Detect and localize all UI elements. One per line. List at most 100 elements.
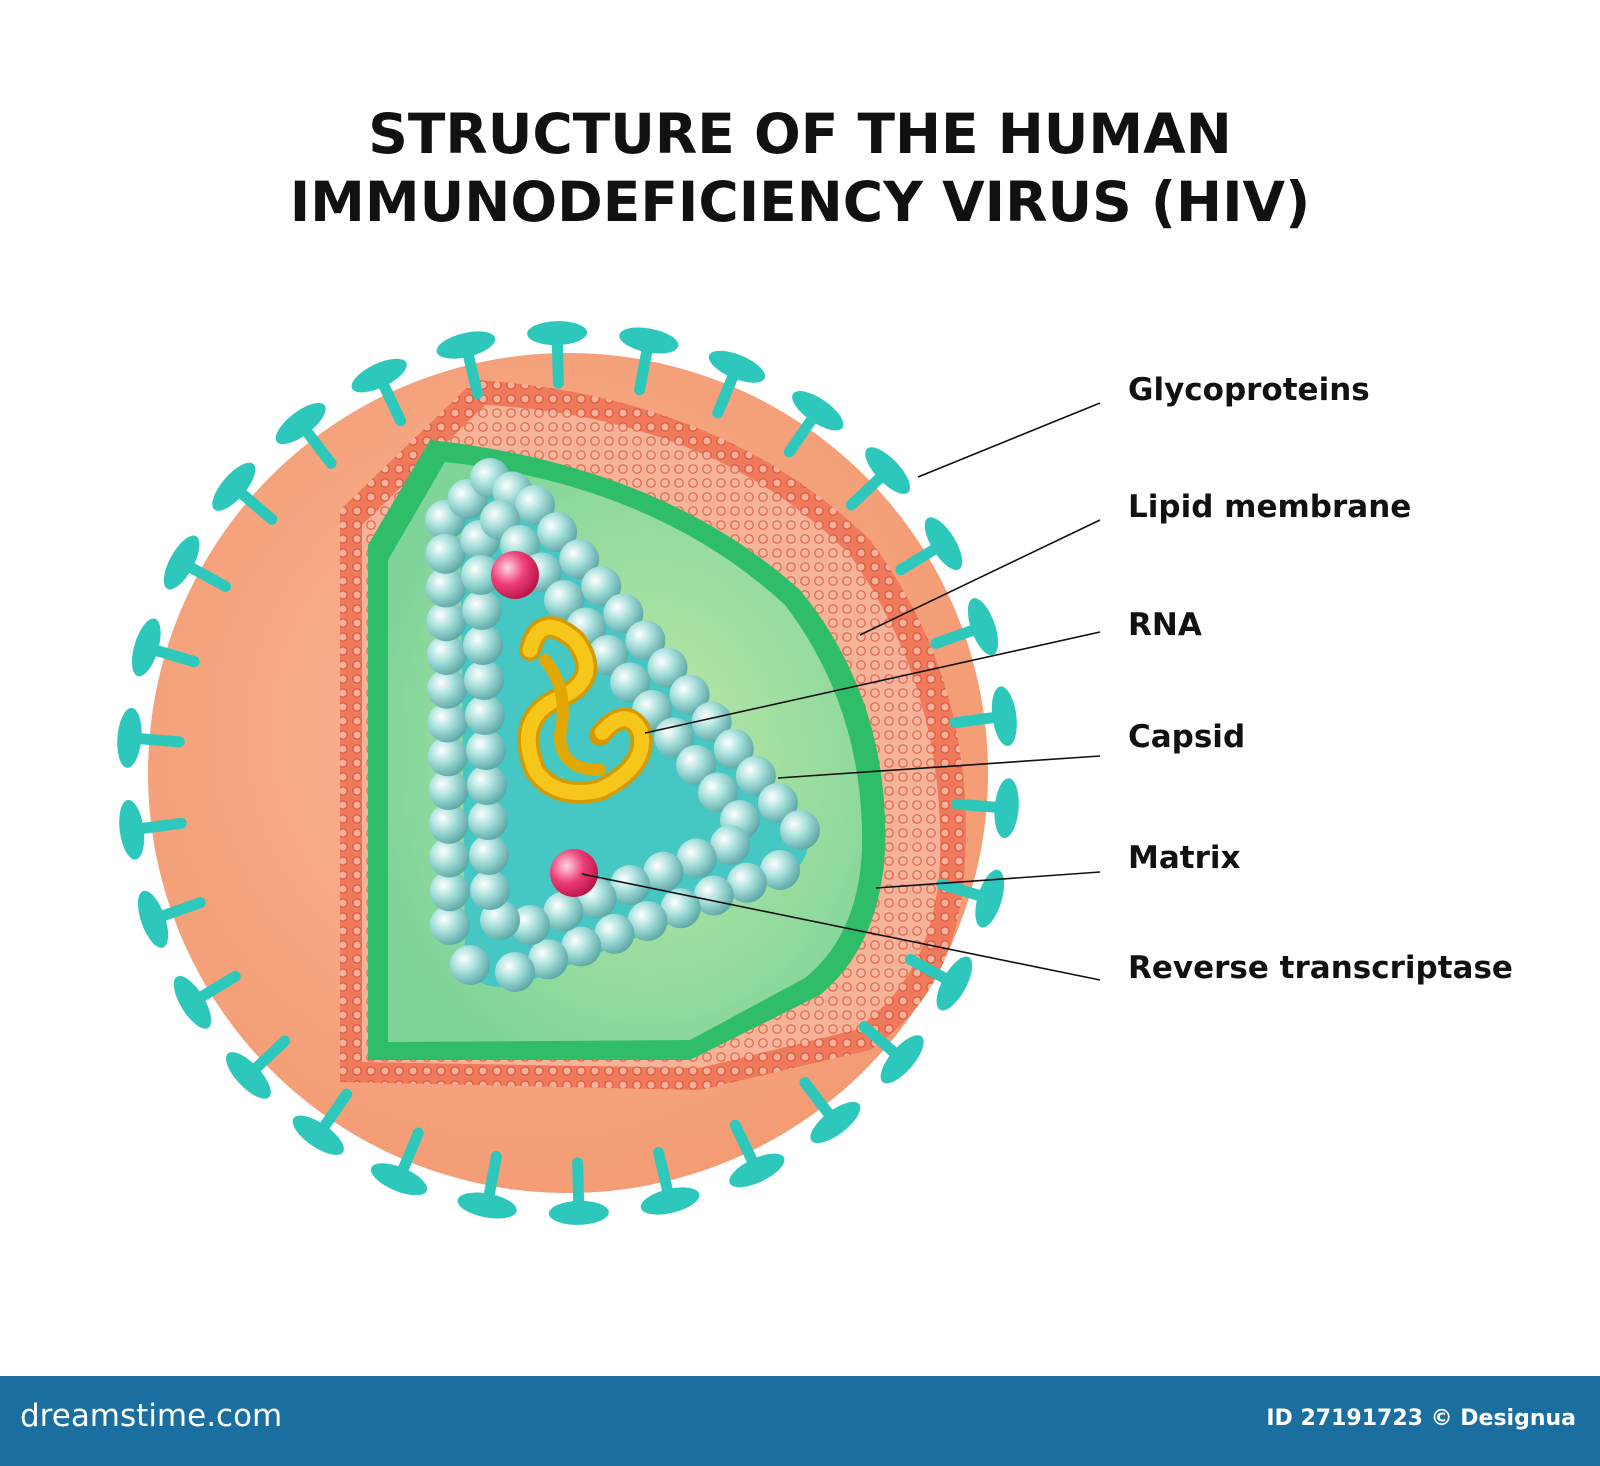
glycoprotein-spike: [436, 331, 496, 400]
label-rna: RNA: [1128, 607, 1202, 643]
capsid-bead: [710, 825, 750, 865]
capsid-bead: [528, 939, 569, 980]
capsid-bead: [467, 765, 507, 805]
label-matrix: Matrix: [1128, 840, 1241, 876]
glycoprotein-spike: [708, 350, 766, 419]
rna-strands: [517, 616, 653, 804]
capsid-bead: [428, 803, 469, 844]
capsid-bead: [468, 800, 508, 840]
capsid-bead: [543, 891, 584, 932]
capsid-bead: [537, 512, 578, 553]
capsid-bead: [676, 745, 716, 785]
leader-lines: [581, 402, 1101, 981]
capsid-bead: [713, 728, 754, 769]
glycoprotein-spike: [729, 1119, 785, 1188]
capsid-bead: [757, 782, 798, 823]
glycoprotein-spike: [845, 447, 910, 511]
capsid-bead: [693, 875, 734, 916]
title-line-1: STRUCTURE OF THE HUMAN: [368, 102, 1232, 166]
glycoprotein-spike: [117, 707, 185, 768]
glycoprotein-spike: [119, 800, 187, 860]
label-reverse-transcriptase: Reverse transcriptase: [1128, 950, 1513, 986]
capsid-bead: [427, 668, 468, 709]
capsid-bead: [429, 837, 470, 878]
capsid-bead: [510, 905, 550, 945]
capsid-bead: [588, 635, 628, 675]
glycoprotein-spike: [527, 321, 588, 389]
glycoprotein-spike: [275, 402, 337, 469]
glycoprotein-spike: [351, 358, 407, 427]
capsid-bead: [625, 620, 666, 661]
label-glycoproteins: Glycoproteins: [1128, 372, 1370, 408]
capsid-bead: [698, 772, 738, 813]
glycoprotein-spike: [858, 1021, 924, 1084]
capsid-bead: [469, 835, 509, 875]
reverse-transcriptase-bottom: [550, 849, 598, 897]
capsid-bead: [426, 601, 467, 642]
glycoprotein-spike: [619, 327, 679, 396]
glycoprotein-spike: [226, 1035, 291, 1099]
capsid-bead: [495, 952, 535, 992]
capsid-bead: [691, 701, 732, 742]
capsid-bead: [430, 905, 470, 945]
glycoprotein-spike: [173, 970, 241, 1029]
capsid-bead: [427, 702, 468, 743]
glycoprotein-spike: [370, 1127, 428, 1196]
capsid-bead: [428, 770, 469, 810]
glycoprotein-spikes: [117, 321, 1019, 1225]
glycoprotein-spike: [783, 391, 844, 458]
capsid-bead: [466, 730, 506, 770]
capsid-bead: [464, 660, 504, 700]
footer-image-id: ID 27191723 © Designua: [1266, 1406, 1576, 1431]
capsid-bead: [429, 871, 470, 912]
label-lipid-membrane: Lipid membrane: [1128, 489, 1412, 525]
capsid-bead: [465, 695, 505, 735]
glycoprotein-spike: [951, 778, 1019, 839]
glycoprotein-spike: [212, 462, 278, 525]
capsid-bead: [780, 810, 820, 850]
capsid-bead: [450, 945, 490, 985]
capsid-bead: [426, 635, 467, 675]
capsid-bead: [594, 913, 635, 954]
glycoprotein-spike: [895, 517, 963, 576]
capsid-bead: [676, 838, 717, 879]
capsid-bead: [660, 888, 701, 929]
capsid-bead: [427, 736, 468, 777]
reverse-transcriptase-top: [491, 551, 539, 599]
glycoprotein-spike: [131, 618, 200, 677]
capsid-bead: [462, 590, 502, 630]
glycoprotein-spike: [137, 890, 206, 948]
capsid-bead: [515, 485, 555, 525]
glycoprotein-spike: [904, 954, 973, 1011]
footer-site-name: dreamstime.com: [20, 1398, 283, 1434]
capsid-bead: [425, 533, 466, 574]
diagram-title: STRUCTURE OF THE HUMAN IMMUNODEFICIENCY …: [0, 100, 1600, 236]
leader-rna: [644, 631, 1101, 734]
label-capsid: Capsid: [1128, 719, 1246, 755]
capsid-bead: [647, 647, 688, 688]
capsid-bead: [559, 539, 600, 580]
capsid-bead: [603, 593, 644, 634]
capsid-bead: [463, 625, 503, 665]
capsid-bead: [461, 555, 501, 595]
footer-bar: dreamstime.com ID 27191723 © Designua: [0, 1376, 1600, 1466]
capsid-bead: [654, 717, 694, 758]
leader-capsid: [777, 755, 1101, 779]
hiv-structure-illustration: [117, 321, 1101, 1225]
glycoprotein-spike: [640, 1146, 700, 1215]
capsid-bead: [643, 851, 684, 892]
title-line-2: IMMUNODEFICIENCY VIRUS (HIV): [289, 170, 1311, 234]
capsid-bead: [610, 662, 650, 703]
leader-lipid-membrane: [859, 519, 1101, 636]
capsid-beads: [425, 458, 820, 992]
capsid-bead: [581, 566, 622, 607]
glycoprotein-spike: [930, 598, 999, 656]
glycoprotein-spike: [163, 535, 232, 592]
capsid-bead: [726, 862, 767, 903]
glycoprotein-spike: [292, 1088, 353, 1155]
capsid-bead: [735, 755, 776, 796]
leader-glycoproteins: [917, 402, 1101, 478]
capsid-bead: [610, 865, 650, 905]
glycoprotein-spike: [949, 686, 1017, 746]
capsid-bead: [760, 850, 800, 890]
